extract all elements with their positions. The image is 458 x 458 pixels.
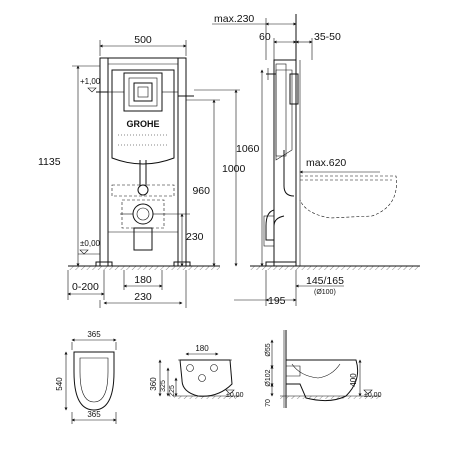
waste-outlet: [132, 203, 154, 225]
dim-400: 400: [349, 373, 358, 387]
dim-width-500: 500: [134, 34, 152, 46]
dim-35-50: 35-50: [314, 31, 341, 43]
dim-diameter-100: (Ø100): [314, 289, 336, 296]
dim-960: 960: [192, 185, 210, 197]
bowl-top-view: 365 540 365: [55, 330, 117, 424]
dim-365-top: 365: [87, 330, 101, 339]
dim-230-vertical: 230: [186, 231, 204, 243]
dim-225: 225: [169, 385, 176, 397]
dim-max-620: max.620: [306, 157, 346, 169]
dim-height-1135: 1135: [38, 156, 61, 168]
dim-diameter-55: Ø55: [265, 343, 272, 356]
frame-side-profile: [273, 59, 297, 267]
bowl-rear-view: 180 360 325 225 ±0,00: [149, 344, 244, 399]
front-view: GROHE 500: [38, 34, 246, 308]
dim-325: 325: [160, 380, 167, 392]
dim-365-bottom: 365: [87, 410, 101, 419]
dim-70: 70: [265, 399, 272, 407]
dim-1000: 1000: [222, 163, 246, 175]
side-view: max.230 60 35-50 1060 max.620 145/165 (Ø…: [212, 13, 420, 307]
bowl-side-view: Ø55 Ø102 70 400 ±0,00: [265, 330, 382, 408]
dim-540: 540: [55, 377, 64, 391]
dim-0-200: 0-200: [72, 281, 99, 293]
dim-360: 360: [149, 377, 158, 391]
flush-plate: [123, 72, 163, 112]
dim-195: 195: [268, 295, 286, 307]
brand-logo: GROHE: [126, 119, 159, 129]
dim-1060: 1060: [236, 143, 260, 155]
level-zero-front: ±0,00: [80, 239, 101, 248]
dim-180-bowl: 180: [195, 344, 209, 353]
dim-diameter-102: Ø102: [265, 369, 272, 386]
dim-230-bottom: 230: [134, 291, 152, 303]
frame-left-upright: [99, 57, 109, 267]
dim-max-230: max.230: [214, 13, 254, 25]
cistern: [111, 69, 175, 165]
pan-outline-side: [299, 175, 397, 219]
dim-180-bottom: 180: [134, 274, 152, 286]
dim-60: 60: [259, 31, 271, 43]
bowl-outline-top: [73, 351, 115, 411]
level-zero-side: ±0,00: [364, 392, 382, 399]
dim-145-165: 145/165: [306, 275, 344, 287]
level-zero-rear: ±0,00: [226, 392, 244, 399]
level-plus-1: +1,00: [80, 77, 101, 86]
